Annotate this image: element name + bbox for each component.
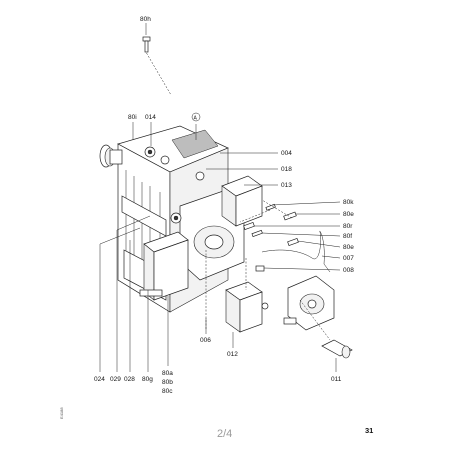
label-80e-1: 80e: [343, 211, 354, 218]
pump-motor: [170, 189, 245, 281]
label-012: 012: [227, 351, 238, 358]
tube-011: [321, 339, 353, 359]
label-018: 018: [281, 166, 292, 173]
label-007: 007: [343, 255, 354, 262]
label-80a: 80a: [162, 370, 173, 377]
label-80c: 80c: [162, 388, 173, 395]
label-013: 013: [281, 182, 292, 189]
oil-pump: [283, 275, 335, 331]
label-80r: 80r: [343, 223, 353, 230]
label-a: A: [194, 115, 198, 121]
marker-a-circle: [191, 112, 201, 122]
label-014: 014: [145, 114, 156, 121]
screw-80h: [142, 36, 172, 96]
flange: [99, 144, 123, 168]
label-80k: 80k: [343, 199, 354, 206]
label-006: 006: [200, 337, 211, 344]
part-013: [221, 175, 263, 227]
control-box: [139, 231, 189, 301]
label-028: 028: [124, 376, 135, 383]
label-80e-2: 80e: [343, 244, 354, 251]
page-indicator: 2/4: [217, 428, 232, 440]
small-screws: [243, 203, 299, 247]
leader-lines: [99, 122, 341, 372]
label-029: 029: [110, 376, 121, 383]
label-80h: 80h: [140, 16, 151, 23]
label-80g: 80g: [142, 376, 153, 383]
part-008: [255, 265, 265, 272]
label-008: 008: [343, 267, 354, 274]
label-80i: 80i: [128, 114, 137, 121]
label-80b: 80b: [162, 379, 173, 386]
label-004: 004: [281, 150, 292, 157]
cover-plate-a: [171, 129, 219, 159]
side-code: E4188: [59, 407, 64, 419]
cable-007: [261, 230, 331, 273]
label-011: 011: [331, 376, 342, 383]
label-80f: 80f: [343, 233, 352, 240]
label-024: 024: [94, 376, 105, 383]
coil-012: [225, 281, 269, 333]
page-number: 31: [365, 426, 373, 435]
